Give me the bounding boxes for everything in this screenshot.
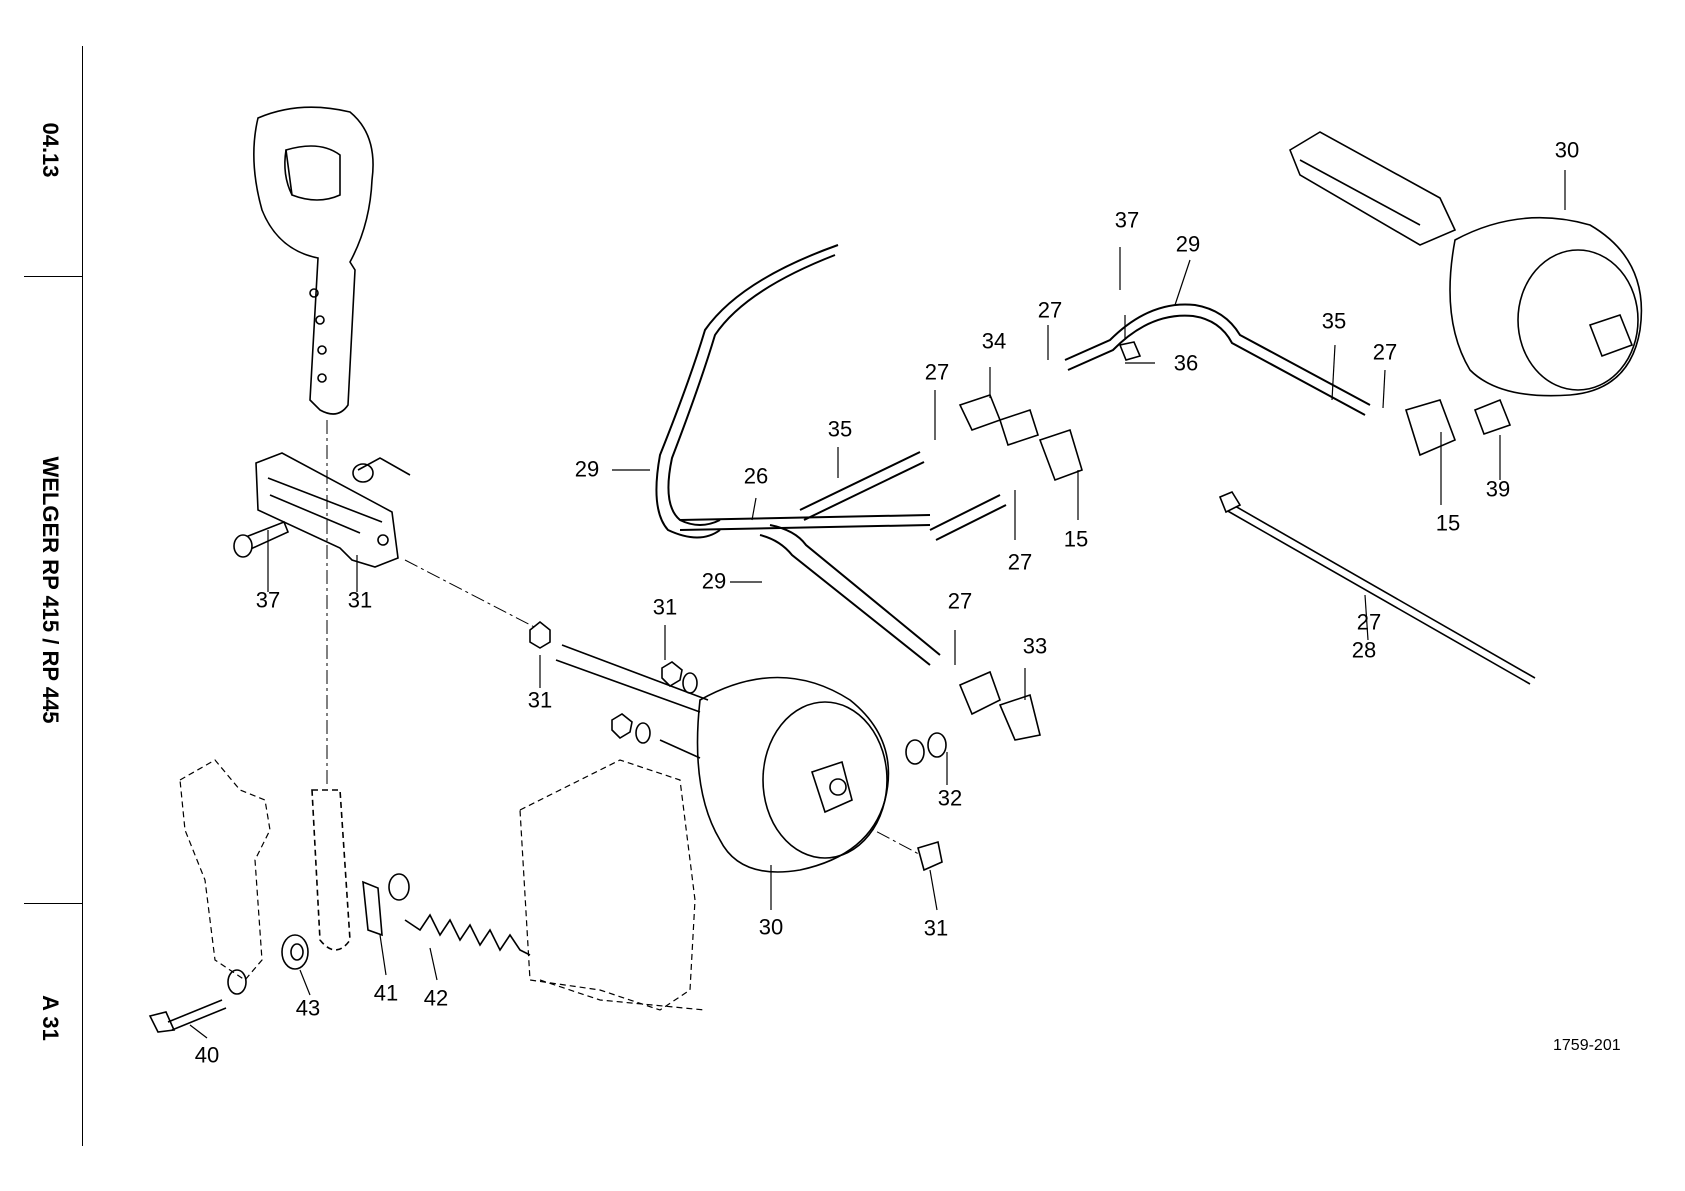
elbow-fitting — [960, 672, 1040, 740]
cable-tie — [1220, 492, 1535, 684]
part-callout-42: 42 — [424, 986, 448, 1011]
clevis-assembly — [1290, 132, 1455, 245]
brake-chamber — [1450, 218, 1641, 396]
part-callout-41: 41 — [374, 981, 398, 1006]
part-callout-27: 27 — [1038, 298, 1062, 323]
part-callout-40: 40 — [195, 1043, 219, 1068]
elbow-fitting — [1406, 400, 1455, 455]
part-callout-35: 35 — [1322, 309, 1346, 334]
part-callout-15: 15 — [1064, 527, 1088, 552]
part-callout-43: 43 — [296, 996, 320, 1021]
sealing-rings — [906, 733, 946, 764]
part-callout-31: 31 — [348, 588, 372, 613]
callout-labels: 37 31 31 31 30 31 32 33 27 29 26 29 35 27 34 27 15 27 37 29… — [195, 138, 1579, 1068]
part-callout-39: 39 — [1486, 477, 1510, 502]
threaded-rod — [556, 645, 708, 712]
washer — [228, 970, 246, 994]
tension-spring — [405, 915, 530, 955]
part-callout-33: 33 — [1023, 634, 1047, 659]
brake-chamber — [698, 678, 889, 873]
part-callout-29: 29 — [575, 457, 599, 482]
part-callout-26: 26 — [744, 464, 768, 489]
elbow-fitting — [1040, 430, 1082, 480]
part-callout-27: 27 — [1357, 610, 1381, 635]
slack-adjuster-arm — [254, 107, 373, 414]
part-callout-15: 15 — [1436, 511, 1460, 536]
part-callout-27: 27 — [1373, 340, 1397, 365]
part-callout-37: 37 — [1115, 208, 1139, 233]
cotter-pin — [358, 458, 410, 475]
part-callout-29: 29 — [702, 569, 726, 594]
drawing-number: 1759-201 — [1553, 1037, 1621, 1055]
part-callout-34: 34 — [982, 329, 1006, 354]
part-callout-28: 28 — [1352, 638, 1376, 663]
part-callout-27: 27 — [1008, 550, 1032, 575]
part-callout-37: 37 — [256, 588, 280, 613]
air-hose — [656, 245, 940, 665]
part-callout-36: 36 — [1174, 351, 1198, 376]
part-callout-27: 27 — [948, 589, 972, 614]
bolt — [150, 1000, 226, 1032]
stud — [660, 740, 700, 758]
part-callout-30: 30 — [1555, 138, 1579, 163]
hex-nut — [530, 622, 682, 738]
part-callout-31: 31 — [528, 688, 552, 713]
part-callout-35: 35 — [828, 417, 852, 442]
clevis-pin — [234, 522, 288, 557]
part-callout-27: 27 — [925, 360, 949, 385]
tee-fitting — [960, 395, 1038, 445]
part-callout-32: 32 — [938, 786, 962, 811]
part-callout-30: 30 — [759, 915, 783, 940]
cap — [918, 842, 942, 870]
mounting-bracket — [180, 760, 705, 1010]
bushing — [389, 874, 409, 900]
brake-lever — [312, 790, 350, 950]
part-callout-29: 29 — [1176, 232, 1200, 257]
bracket-plate — [363, 882, 382, 935]
part-callout-31: 31 — [924, 916, 948, 941]
connector — [1475, 400, 1510, 434]
hose-clip — [1120, 342, 1140, 360]
spacer — [282, 935, 308, 969]
part-callout-31: 31 — [653, 595, 677, 620]
